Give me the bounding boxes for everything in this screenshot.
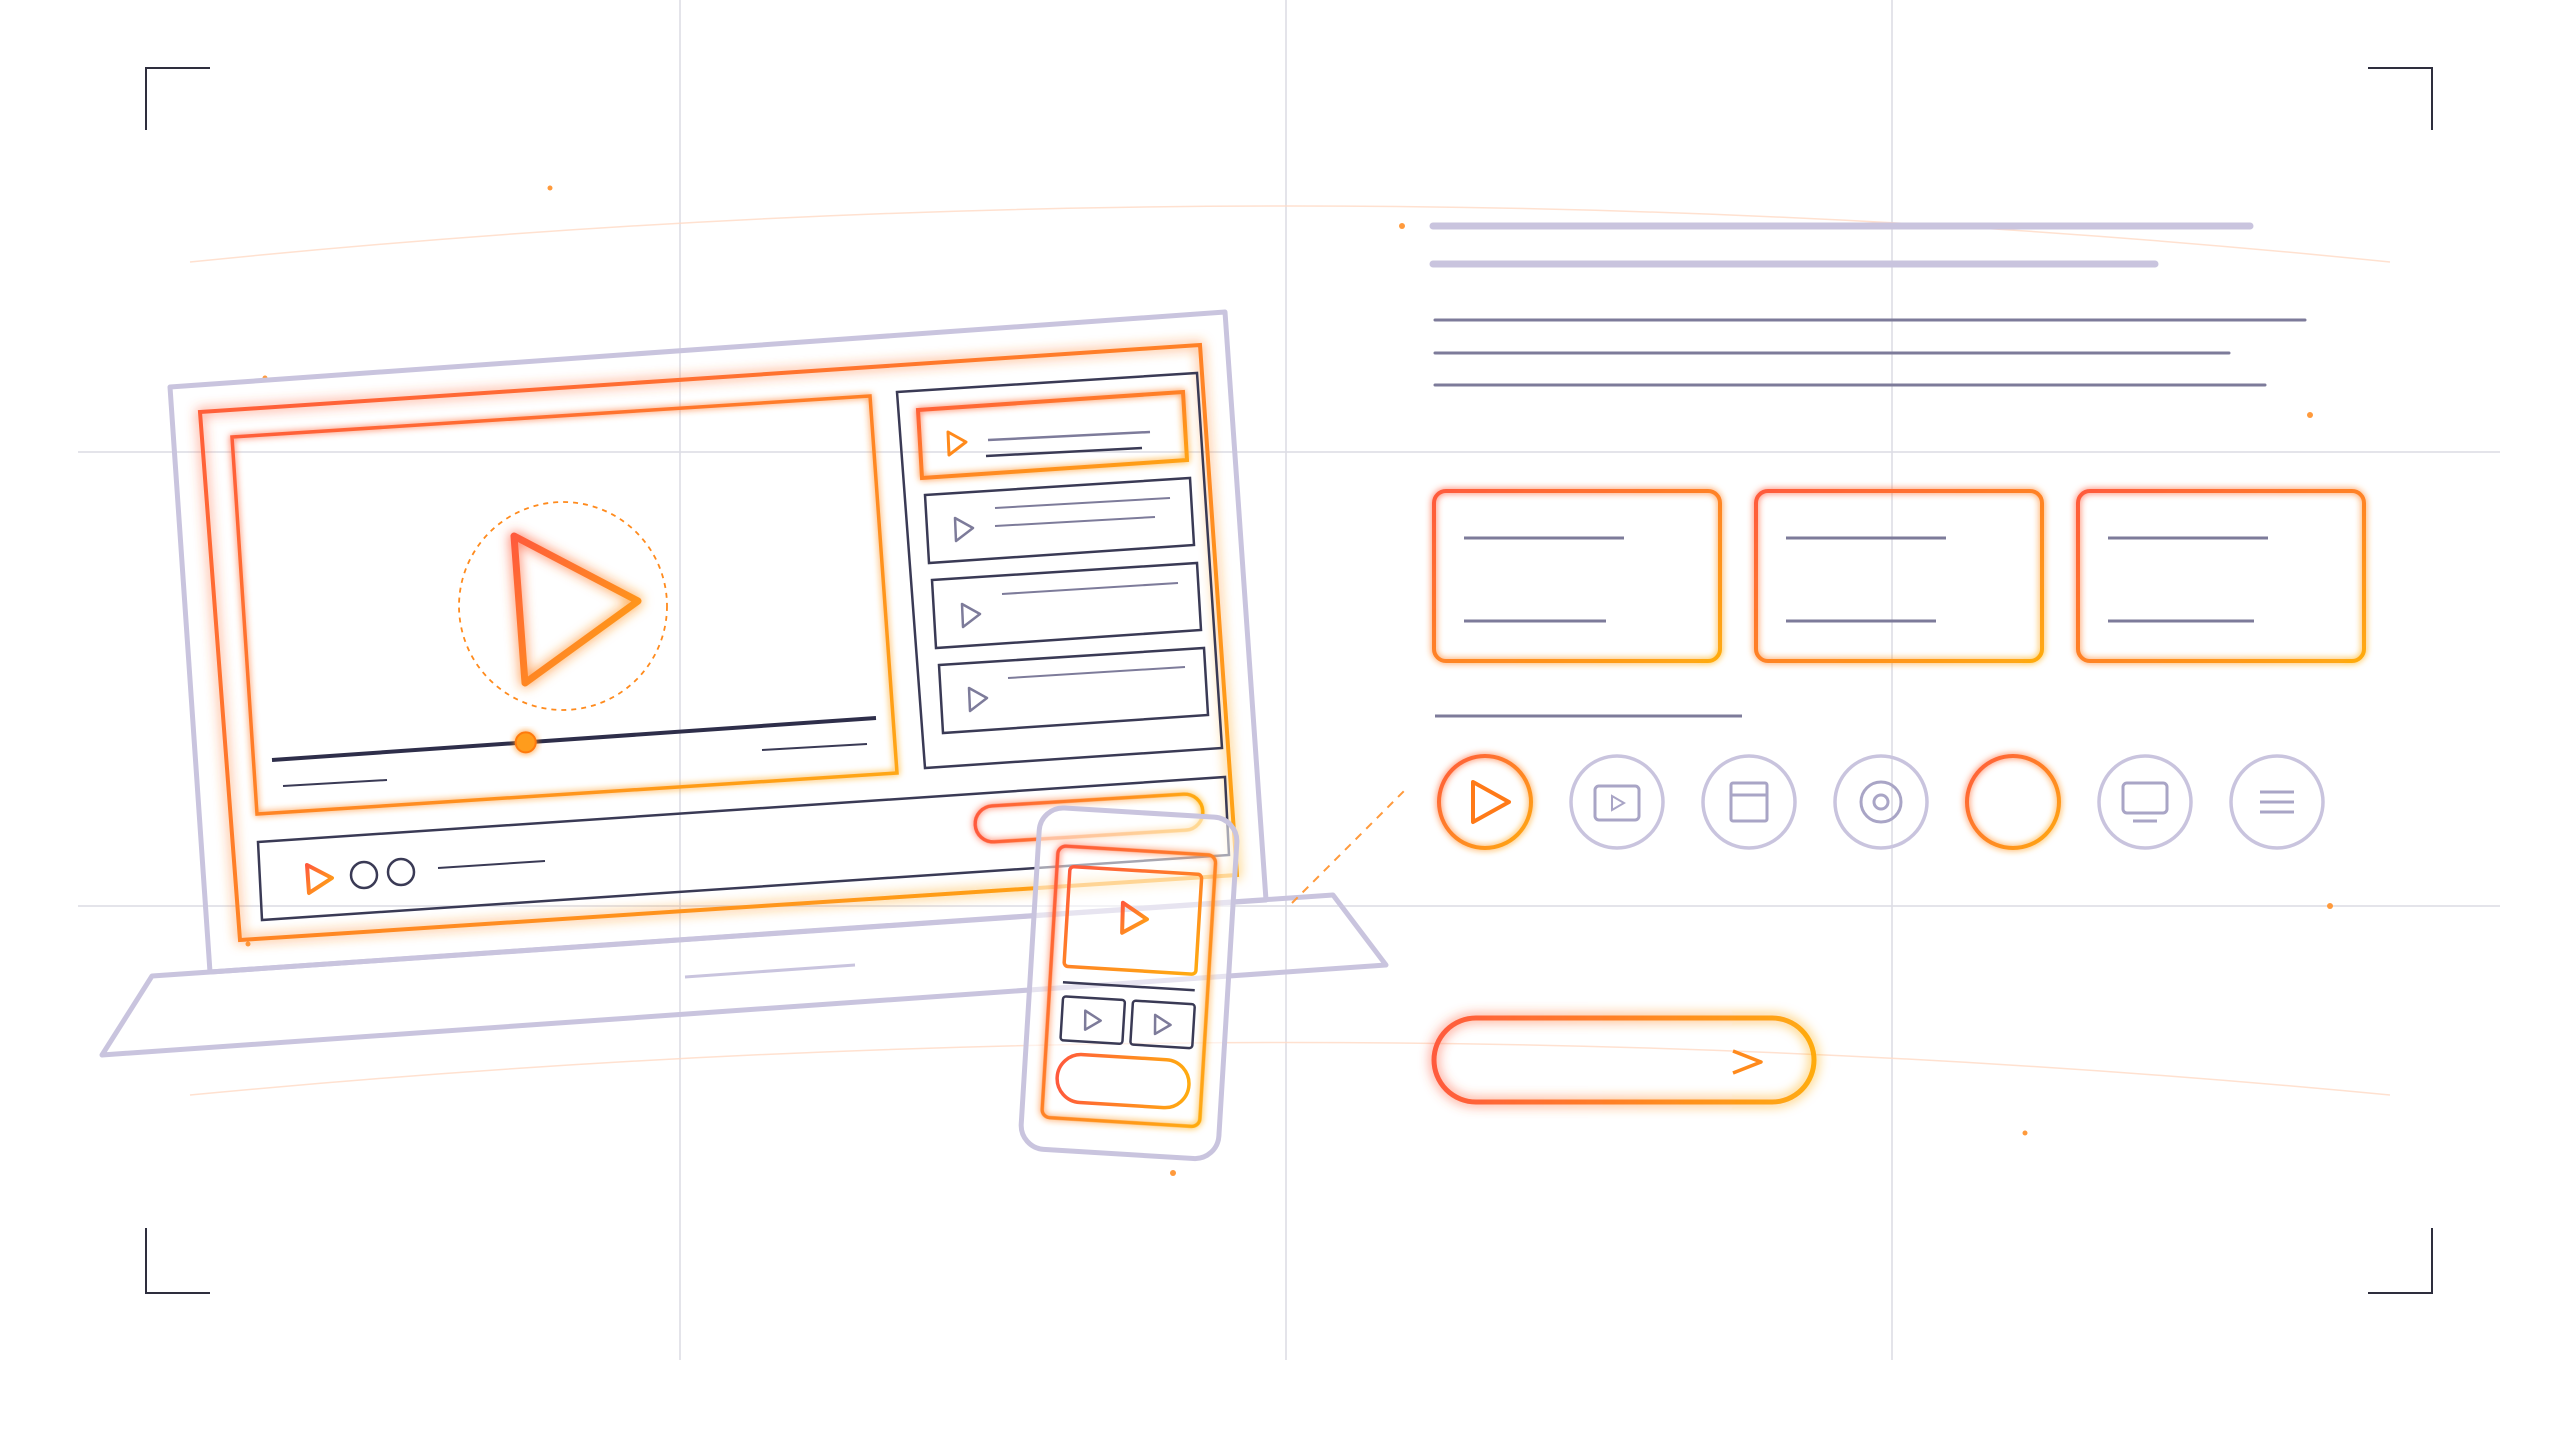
- playlist-item[interactable]: [937, 646, 1210, 735]
- icon-button-video[interactable]: [1569, 754, 1665, 850]
- card[interactable]: [1754, 489, 2044, 663]
- icon-button-monitor[interactable]: [2097, 754, 2193, 850]
- icon-button-disc[interactable]: [1833, 754, 1929, 850]
- video-time-line: [761, 743, 868, 751]
- connector-dashed-line: [1291, 789, 1406, 904]
- phone-body: [1018, 805, 1240, 1162]
- layout-icon: [1729, 781, 1769, 823]
- icon-button-record[interactable]: [1965, 754, 2061, 850]
- monitor-icon: [2121, 781, 2169, 823]
- playlist-item[interactable]: [915, 389, 1190, 481]
- card[interactable]: [1432, 489, 1722, 663]
- phone-divider-line: [1062, 980, 1195, 992]
- video-player-panel: [230, 394, 899, 816]
- icon-button-menu[interactable]: [2229, 754, 2325, 850]
- big-play-icon[interactable]: [510, 532, 642, 687]
- play-icon[interactable]: [1120, 900, 1149, 935]
- control-label-line: [437, 860, 546, 869]
- corner-marks: [145, 67, 2433, 1294]
- play-icon[interactable]: [305, 863, 334, 895]
- record-icon: [1965, 754, 2061, 850]
- play-icon: [1153, 1013, 1172, 1036]
- menu-icon: [2260, 790, 2294, 814]
- phone-thumb[interactable]: [1129, 999, 1196, 1050]
- text-block: [1429, 222, 2307, 387]
- card-row: [1432, 489, 2366, 663]
- phone-pill-button[interactable]: [1055, 1052, 1191, 1110]
- disc-icon: [1859, 780, 1903, 824]
- control-dot-button[interactable]: [386, 857, 416, 887]
- phone-screen: [1040, 844, 1218, 1129]
- play-icon: [953, 516, 975, 543]
- video-progress-track[interactable]: [271, 716, 877, 762]
- sparkle-dots: [245, 185, 2333, 1176]
- icon-row: [1437, 754, 2325, 850]
- playlist-panel: [895, 371, 1224, 770]
- laptop-base: [99, 892, 1389, 1058]
- background-arcs: [189, 205, 2391, 1096]
- icon-button-layout[interactable]: [1701, 754, 1797, 850]
- icon-button-play[interactable]: [1437, 754, 1533, 850]
- play-icon: [967, 686, 989, 713]
- video-thumbnail-icon: [1593, 784, 1641, 822]
- cta-button[interactable]: [1431, 1015, 1817, 1105]
- phone: [1018, 805, 1240, 1162]
- chevron-right-icon: [1732, 1049, 1763, 1075]
- play-button-ring: [458, 501, 668, 711]
- background-grid: [78, 0, 2500, 1360]
- control-dot-button[interactable]: [349, 860, 379, 890]
- card[interactable]: [2076, 489, 2366, 663]
- play-icon: [1471, 780, 1511, 824]
- play-icon: [946, 430, 968, 457]
- playlist-item[interactable]: [930, 561, 1203, 650]
- playlist-item[interactable]: [923, 476, 1196, 565]
- video-progress-handle[interactable]: [514, 731, 537, 754]
- laptop-trackpad-line: [684, 963, 856, 979]
- play-icon: [960, 602, 982, 629]
- video-caption-line: [282, 779, 388, 787]
- phone-thumb[interactable]: [1059, 995, 1127, 1046]
- phone-video-box: [1062, 864, 1204, 976]
- play-icon: [1083, 1009, 1102, 1031]
